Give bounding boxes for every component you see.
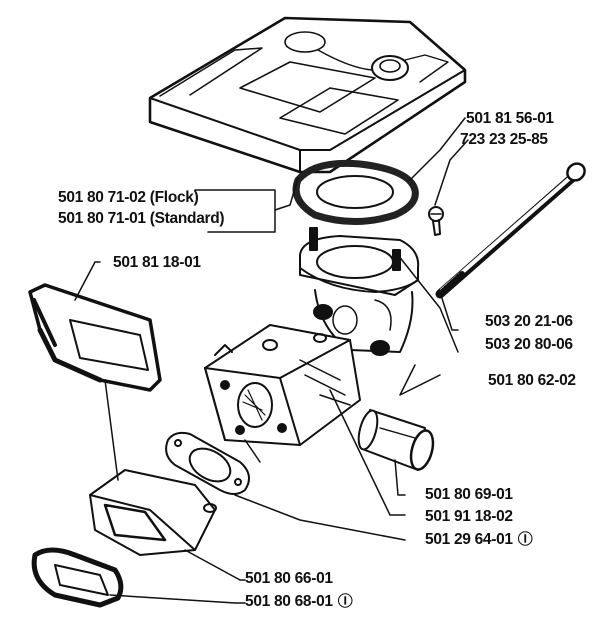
air-filter-cover-drawing — [148, 16, 467, 174]
part-number: 723 23 25-85 — [460, 131, 548, 148]
part-note: (Standard) — [149, 210, 225, 227]
screw-drawing — [428, 206, 444, 236]
part-number: 501 29 64-01 — [425, 531, 513, 548]
part-label-tube: 501 80 69-01 — [425, 486, 513, 504]
part-label-stud: 503 20 80-06 — [485, 336, 573, 354]
part-number: 501 81 56-01 — [466, 110, 554, 127]
part-number: 501 80 66-01 — [245, 570, 333, 587]
part-number: 501 81 18-01 — [113, 254, 201, 271]
intake-adapter-drawing — [89, 469, 217, 556]
part-label-intake-adapter: 501 80 66-01 — [245, 570, 333, 588]
part-label-air-filter-flock: 501 80 71-02 (Flock) — [58, 189, 199, 207]
part-number: 501 80 69-01 — [425, 486, 513, 503]
tube-drawing — [357, 409, 435, 471]
part-number: 501 80 71-01 — [58, 210, 146, 227]
rod-drawing — [435, 162, 586, 299]
part-label-intake-boot: 501 81 18-01 — [113, 254, 201, 272]
part-number: 503 20 80-06 — [485, 336, 573, 353]
part-label-filter-holder: 501 80 62-02 — [488, 372, 576, 390]
filter-holder-drawing — [299, 227, 420, 356]
part-number: 501 80 62-02 — [488, 372, 576, 389]
included-in-kit-icon: Ⓘ — [337, 593, 353, 610]
included-in-kit-icon: Ⓘ — [517, 531, 533, 548]
part-number: 501 80 71-02 — [58, 189, 146, 206]
part-number: 503 20 21-06 — [485, 313, 573, 330]
part-number: 501 91 18-02 — [425, 508, 513, 525]
part-note: (Flock) — [149, 189, 199, 206]
part-label-air-filter-standard: 501 80 71-01 (Standard) — [58, 210, 225, 228]
intake-boot-drawing — [28, 283, 162, 392]
part-label-rod: 503 20 21-06 — [485, 313, 573, 331]
part-label-carburetor: 501 91 18-02 — [425, 508, 513, 526]
part-number: 501 80 68-01 — [245, 593, 333, 610]
carb-gasket-drawing — [165, 431, 250, 495]
part-label-filter-gasket: 501 81 56-01 — [466, 110, 554, 128]
carburetor-drawing — [204, 324, 361, 446]
part-label-filter-screw: 723 23 25-85 — [460, 131, 548, 149]
adapter-gasket-drawing — [31, 547, 124, 608]
leader-lines — [74, 117, 469, 604]
filter-gasket-drawing — [292, 159, 419, 225]
